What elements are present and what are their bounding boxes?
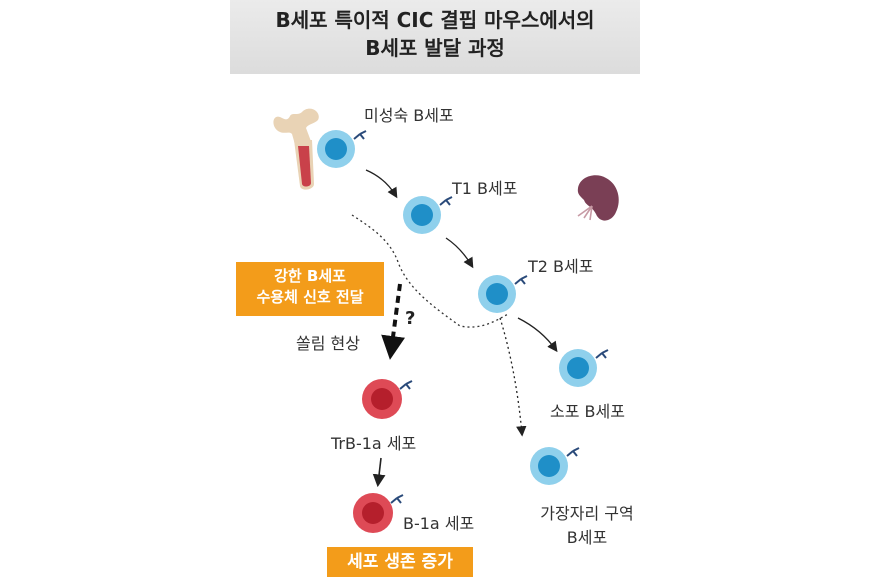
label-marginal-line-2: B세포 bbox=[566, 528, 608, 547]
label-trb1a-cell: TrB-1a 세포 bbox=[331, 434, 417, 453]
receptor-icon bbox=[566, 447, 580, 457]
survival-box: 세포 생존 증가 bbox=[327, 547, 473, 577]
arrow-t2-to-marginal bbox=[499, 317, 527, 437]
question-mark: ? bbox=[405, 308, 416, 329]
label-t2-b-cell: T2 B세포 bbox=[528, 257, 594, 276]
arrow-immature-to-t1 bbox=[365, 169, 398, 199]
receptor-icon bbox=[390, 494, 404, 504]
immature-b-cell bbox=[317, 130, 367, 168]
receptor-icon bbox=[439, 196, 453, 206]
label-follicular-b-cell: 소포 B세포 bbox=[550, 402, 625, 421]
title-line-1: B세포 특이적 CIC 결핍 마우스에서의 bbox=[275, 8, 595, 32]
receptor-icon bbox=[353, 130, 367, 140]
signal-box-line-2: 수용체 신호 전달 bbox=[256, 288, 364, 306]
label-immature-b-cell: 미성숙 B세포 bbox=[364, 106, 454, 125]
boundary-line bbox=[351, 214, 509, 328]
label-b1a-cell: B-1a 세포 bbox=[403, 514, 475, 533]
signal-box-line-1: 강한 B세포 bbox=[274, 267, 346, 285]
follicular-b-cell bbox=[559, 349, 609, 387]
label-marginal-zone-b-cell: 가장자리 구역 B세포 bbox=[524, 500, 650, 548]
t1-b-cell bbox=[403, 196, 453, 234]
bone-icon bbox=[273, 108, 319, 190]
skew-arrow bbox=[381, 283, 405, 360]
signal-box: 강한 B세포 수용체 신호 전달 bbox=[236, 262, 384, 316]
b1a-cell bbox=[353, 493, 404, 533]
receptor-icon bbox=[595, 349, 609, 359]
label-skew: 쏠림 현상 bbox=[296, 334, 360, 353]
title-line-2: B세포 발달 과정 bbox=[365, 36, 505, 60]
spleen-icon bbox=[577, 175, 619, 221]
trb1a-cell bbox=[362, 379, 413, 419]
arrow-t2-to-follicular bbox=[517, 317, 558, 353]
arrow-t1-to-t2 bbox=[445, 237, 474, 269]
label-marginal-line-1: 가장자리 구역 bbox=[540, 504, 634, 523]
t2-b-cell bbox=[478, 275, 528, 313]
title-banner: B세포 특이적 CIC 결핍 마우스에서의 B세포 발달 과정 bbox=[230, 0, 640, 74]
receptor-icon bbox=[514, 275, 528, 285]
label-t1-b-cell: T1 B세포 bbox=[452, 179, 518, 198]
marginal-zone-b-cell bbox=[530, 447, 580, 485]
arrow-trb1a-to-b1a bbox=[372, 457, 386, 488]
receptor-icon bbox=[399, 380, 413, 390]
